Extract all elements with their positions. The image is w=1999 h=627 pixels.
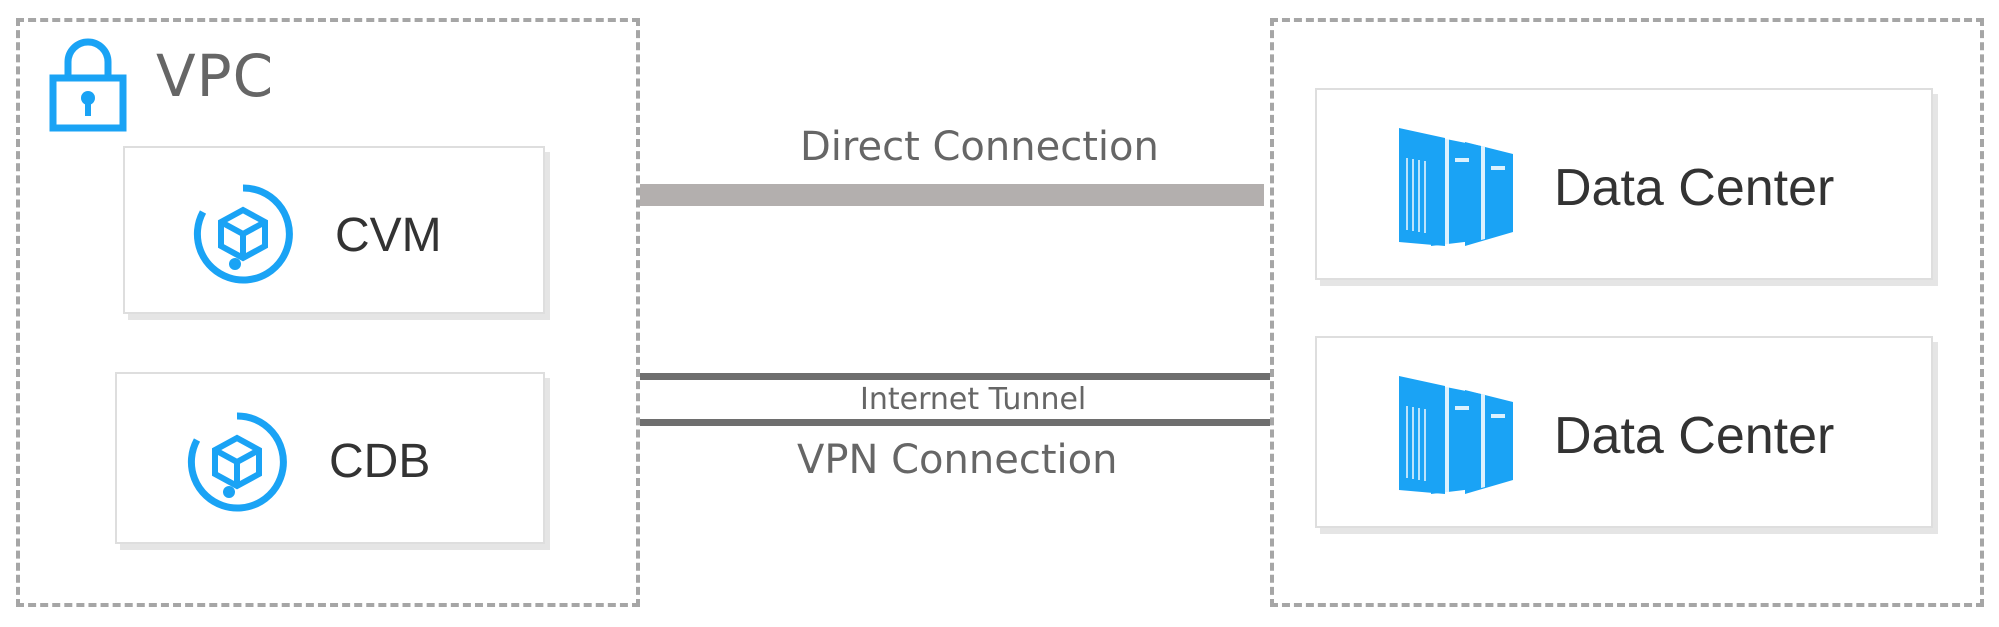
cvm-label: CVM: [335, 209, 442, 262]
data-center-group: [1270, 18, 1984, 607]
cube-service-icon: [187, 412, 287, 512]
cvm-card[interactable]: CVM: [123, 146, 545, 314]
vpc-title: VPC: [156, 42, 275, 110]
tunnel-line-bottom: [640, 419, 1270, 426]
vpn-connection-label: VPN Connection: [797, 437, 1118, 483]
data-center-label: Data Center: [1554, 159, 1835, 217]
tunnel-line-top: [640, 373, 1270, 380]
internet-tunnel-label: Internet Tunnel: [860, 382, 1087, 417]
data-center-card[interactable]: Data Center: [1315, 336, 1933, 528]
direct-connection-line: [640, 184, 1264, 206]
server-rack-icon: [1395, 128, 1515, 246]
lock-icon: [48, 36, 128, 132]
data-center-card[interactable]: Data Center: [1315, 88, 1933, 280]
server-rack-icon: [1395, 376, 1515, 494]
direct-connection-label: Direct Connection: [800, 124, 1159, 170]
cube-service-icon: [193, 184, 293, 284]
cdb-card[interactable]: CDB: [115, 372, 545, 544]
data-center-label: Data Center: [1554, 407, 1835, 465]
vpc-group: [16, 18, 640, 607]
cdb-label: CDB: [329, 435, 431, 488]
